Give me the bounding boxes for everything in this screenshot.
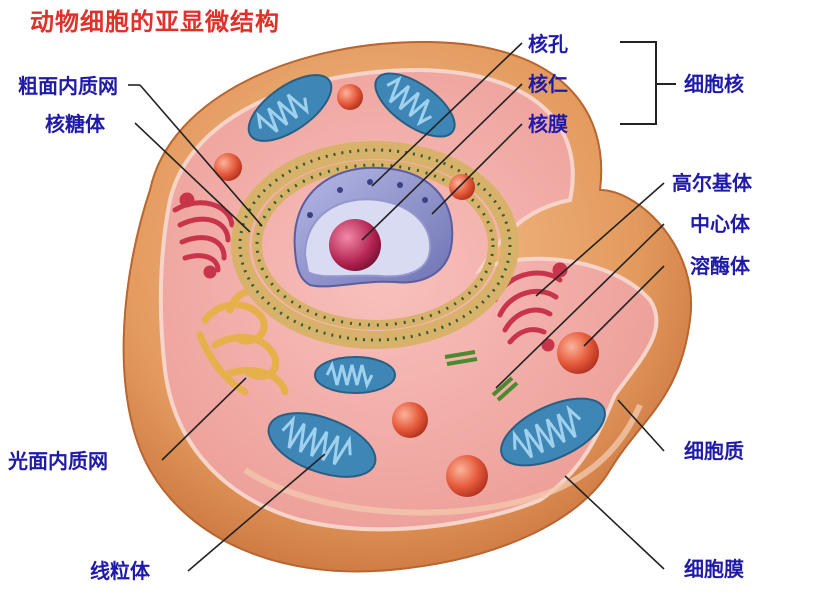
rough-er-shape	[231, 141, 519, 349]
label-cell-membrane: 细胞膜	[684, 557, 744, 581]
label-cytoplasm: 细胞质	[684, 439, 744, 463]
golgi-left	[172, 192, 235, 279]
mitochondria-shapes	[247, 72, 606, 478]
label-nuclear-pore: 核孔	[528, 32, 568, 56]
label-nucleus: 细胞核	[684, 72, 744, 96]
label-mitochondrion: 线粒体	[90, 559, 150, 583]
nucleolus-shape	[329, 219, 381, 271]
nucleus-bracket	[620, 41, 676, 125]
cell-rim	[243, 403, 643, 516]
diagram-title: 动物细胞的亚显微结构	[30, 8, 280, 36]
label-lysosome: 溶酶体	[690, 254, 750, 278]
nuclear-pores	[307, 179, 428, 218]
label-smooth-er: 光面内质网	[8, 449, 108, 473]
label-rough-er: 粗面内质网	[18, 74, 118, 98]
leader-lines	[128, 42, 665, 572]
label-ribosome: 核糖体	[45, 112, 105, 136]
label-centrosome: 中心体	[690, 212, 750, 236]
label-golgi: 高尔基体	[672, 171, 752, 195]
centrosome-shape	[444, 350, 519, 402]
label-nucleolus: 核仁	[528, 72, 568, 96]
label-nuclear-membrane: 核膜	[528, 112, 568, 136]
